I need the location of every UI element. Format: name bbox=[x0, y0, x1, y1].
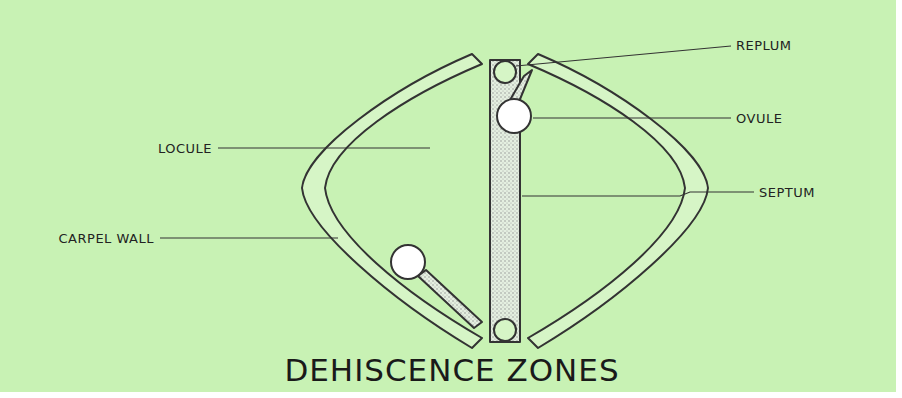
leader-line bbox=[516, 46, 731, 66]
ovule bbox=[391, 245, 425, 279]
leader-line bbox=[522, 192, 754, 196]
funiculus bbox=[418, 270, 482, 328]
diagram-title: DEHISCENCE ZONES bbox=[284, 352, 619, 388]
part-label: CARPEL WALL bbox=[59, 231, 154, 246]
background-panel: REPLUM LOCULE OVULE SEPTUM CARPEL WALL DEHISC… bbox=[0, 0, 896, 392]
replum bbox=[494, 61, 516, 83]
leader-line bbox=[533, 117, 731, 118]
leader-line bbox=[160, 237, 338, 238]
part-label: SEPTUM bbox=[759, 185, 815, 200]
ovule bbox=[497, 99, 531, 133]
leader-line bbox=[218, 147, 430, 148]
part-label: OVULE bbox=[736, 111, 782, 126]
part-label: REPLUM bbox=[736, 38, 791, 53]
replum bbox=[494, 319, 516, 341]
carpel-wall-left bbox=[302, 54, 482, 348]
carpel-wall-right bbox=[528, 54, 708, 348]
part-label: LOCULE bbox=[158, 141, 212, 156]
